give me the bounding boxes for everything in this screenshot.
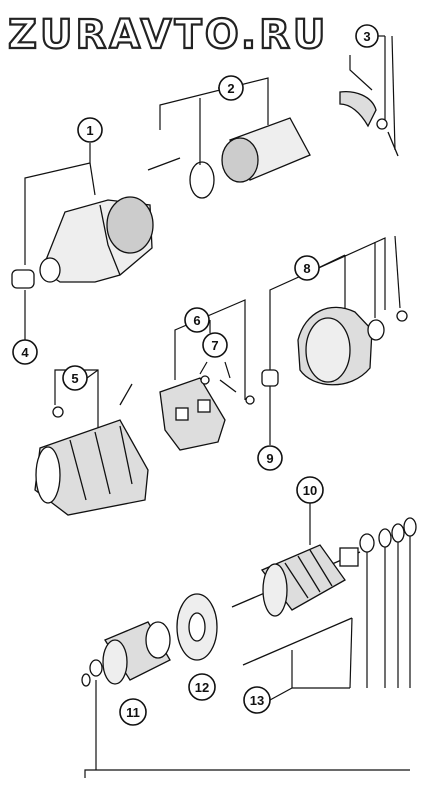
callout-10-label: 10: [303, 483, 317, 498]
drive-plate: [176, 593, 218, 661]
callout-1-label: 1: [86, 123, 93, 138]
callout-9-label: 9: [266, 451, 273, 466]
callout-12: 12: [188, 673, 216, 701]
callout-7-label: 7: [211, 338, 218, 353]
callout-13: 13: [243, 686, 271, 714]
callout-2-label: 2: [227, 81, 234, 96]
callout-11-label: 11: [126, 705, 140, 720]
bearing-bushing: [261, 369, 279, 387]
leader-lines: [24, 35, 411, 778]
callout-4-label: 4: [21, 345, 29, 360]
field-coil-assembly: [34, 383, 149, 516]
callout-7: 7: [202, 332, 228, 358]
callout-8-label: 8: [303, 261, 310, 276]
callout-5: 5: [62, 365, 88, 391]
armature: [231, 544, 361, 617]
callout-12-label: 12: [195, 680, 209, 695]
washer-set: [81, 517, 417, 687]
watermark-text: ZURAVTO.RU: [8, 12, 328, 58]
callout-10: 10: [296, 476, 324, 504]
callout-11: 11: [119, 698, 147, 726]
callout-3: 3: [355, 24, 379, 48]
callout-6-label: 6: [193, 313, 200, 328]
callout-5-label: 5: [71, 371, 78, 386]
callout-13-label: 13: [250, 693, 264, 708]
callout-1: 1: [77, 117, 103, 143]
callout-4: 4: [12, 339, 38, 365]
brush-holder: [159, 375, 255, 451]
callout-3-label: 3: [363, 29, 370, 44]
solenoid-switch: [147, 117, 311, 199]
mounting-bracket: [339, 90, 399, 157]
commutator-end-cover: [297, 306, 408, 386]
callout-6: 6: [184, 307, 210, 333]
bushing: [11, 269, 35, 289]
callout-8: 8: [294, 255, 320, 281]
drive-end-housing: [39, 196, 154, 283]
callout-9: 9: [257, 445, 283, 471]
callout-2: 2: [218, 75, 244, 101]
pinion-drive: [102, 621, 171, 685]
